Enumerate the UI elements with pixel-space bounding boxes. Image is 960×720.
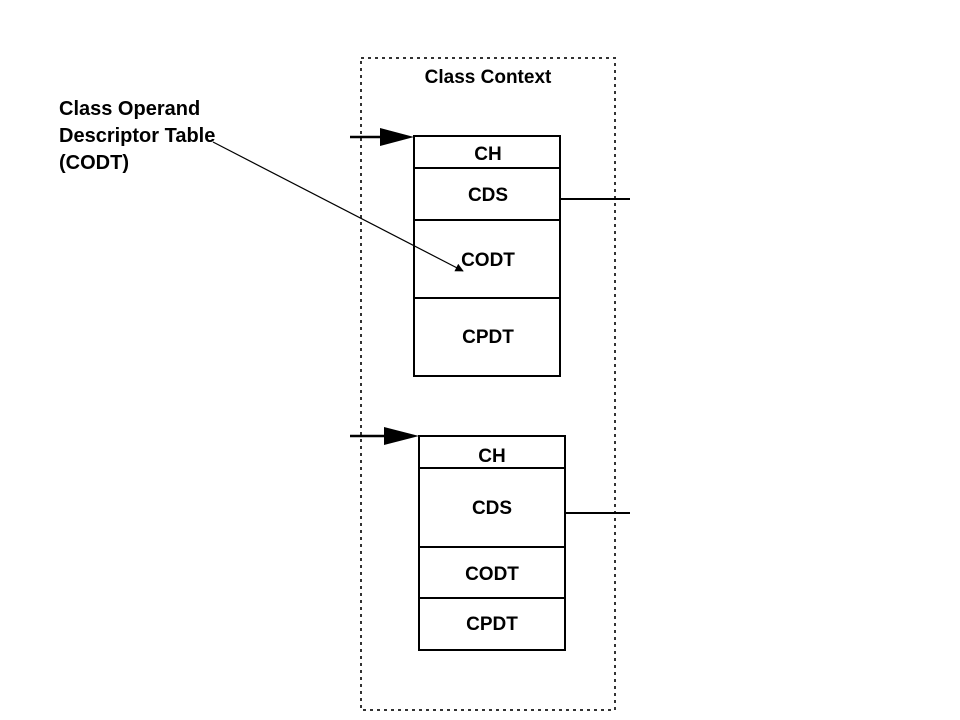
stack-1-outline (413, 135, 561, 377)
stack-1-cell-cpdt: CPDT (462, 327, 514, 348)
stack-1-cell-cds: CDS (468, 185, 508, 206)
callout-line-2: Descriptor Table (59, 125, 216, 147)
stack-2-cell-cpdt: CPDT (466, 614, 518, 635)
class-stack-1: CH CDS CODT CPDT (350, 128, 630, 377)
callout-line-3: (CODT) (59, 152, 129, 174)
callout-line-1: Class Operand (59, 98, 201, 120)
class-context-title: Class Context (425, 67, 552, 88)
stack-2-cell-codt: CODT (465, 564, 519, 585)
stack-2-cell-cds: CDS (472, 498, 512, 519)
stack-1-cell-ch: CH (474, 144, 501, 165)
stack-2-cell-ch: CH (478, 446, 505, 467)
callout-pointer (212, 141, 464, 272)
stack-2-outline (418, 435, 566, 651)
stack-1-entry-arrow (380, 128, 414, 146)
class-context-boundary (360, 57, 616, 711)
stack-2-entry-arrow (384, 427, 419, 445)
stack-1-cell-codt: CODT (461, 250, 515, 271)
class-stack-2: CH CDS CODT CPDT (350, 427, 630, 651)
codt-callout-label: Class Operand Descriptor Table (CODT) (59, 96, 279, 177)
